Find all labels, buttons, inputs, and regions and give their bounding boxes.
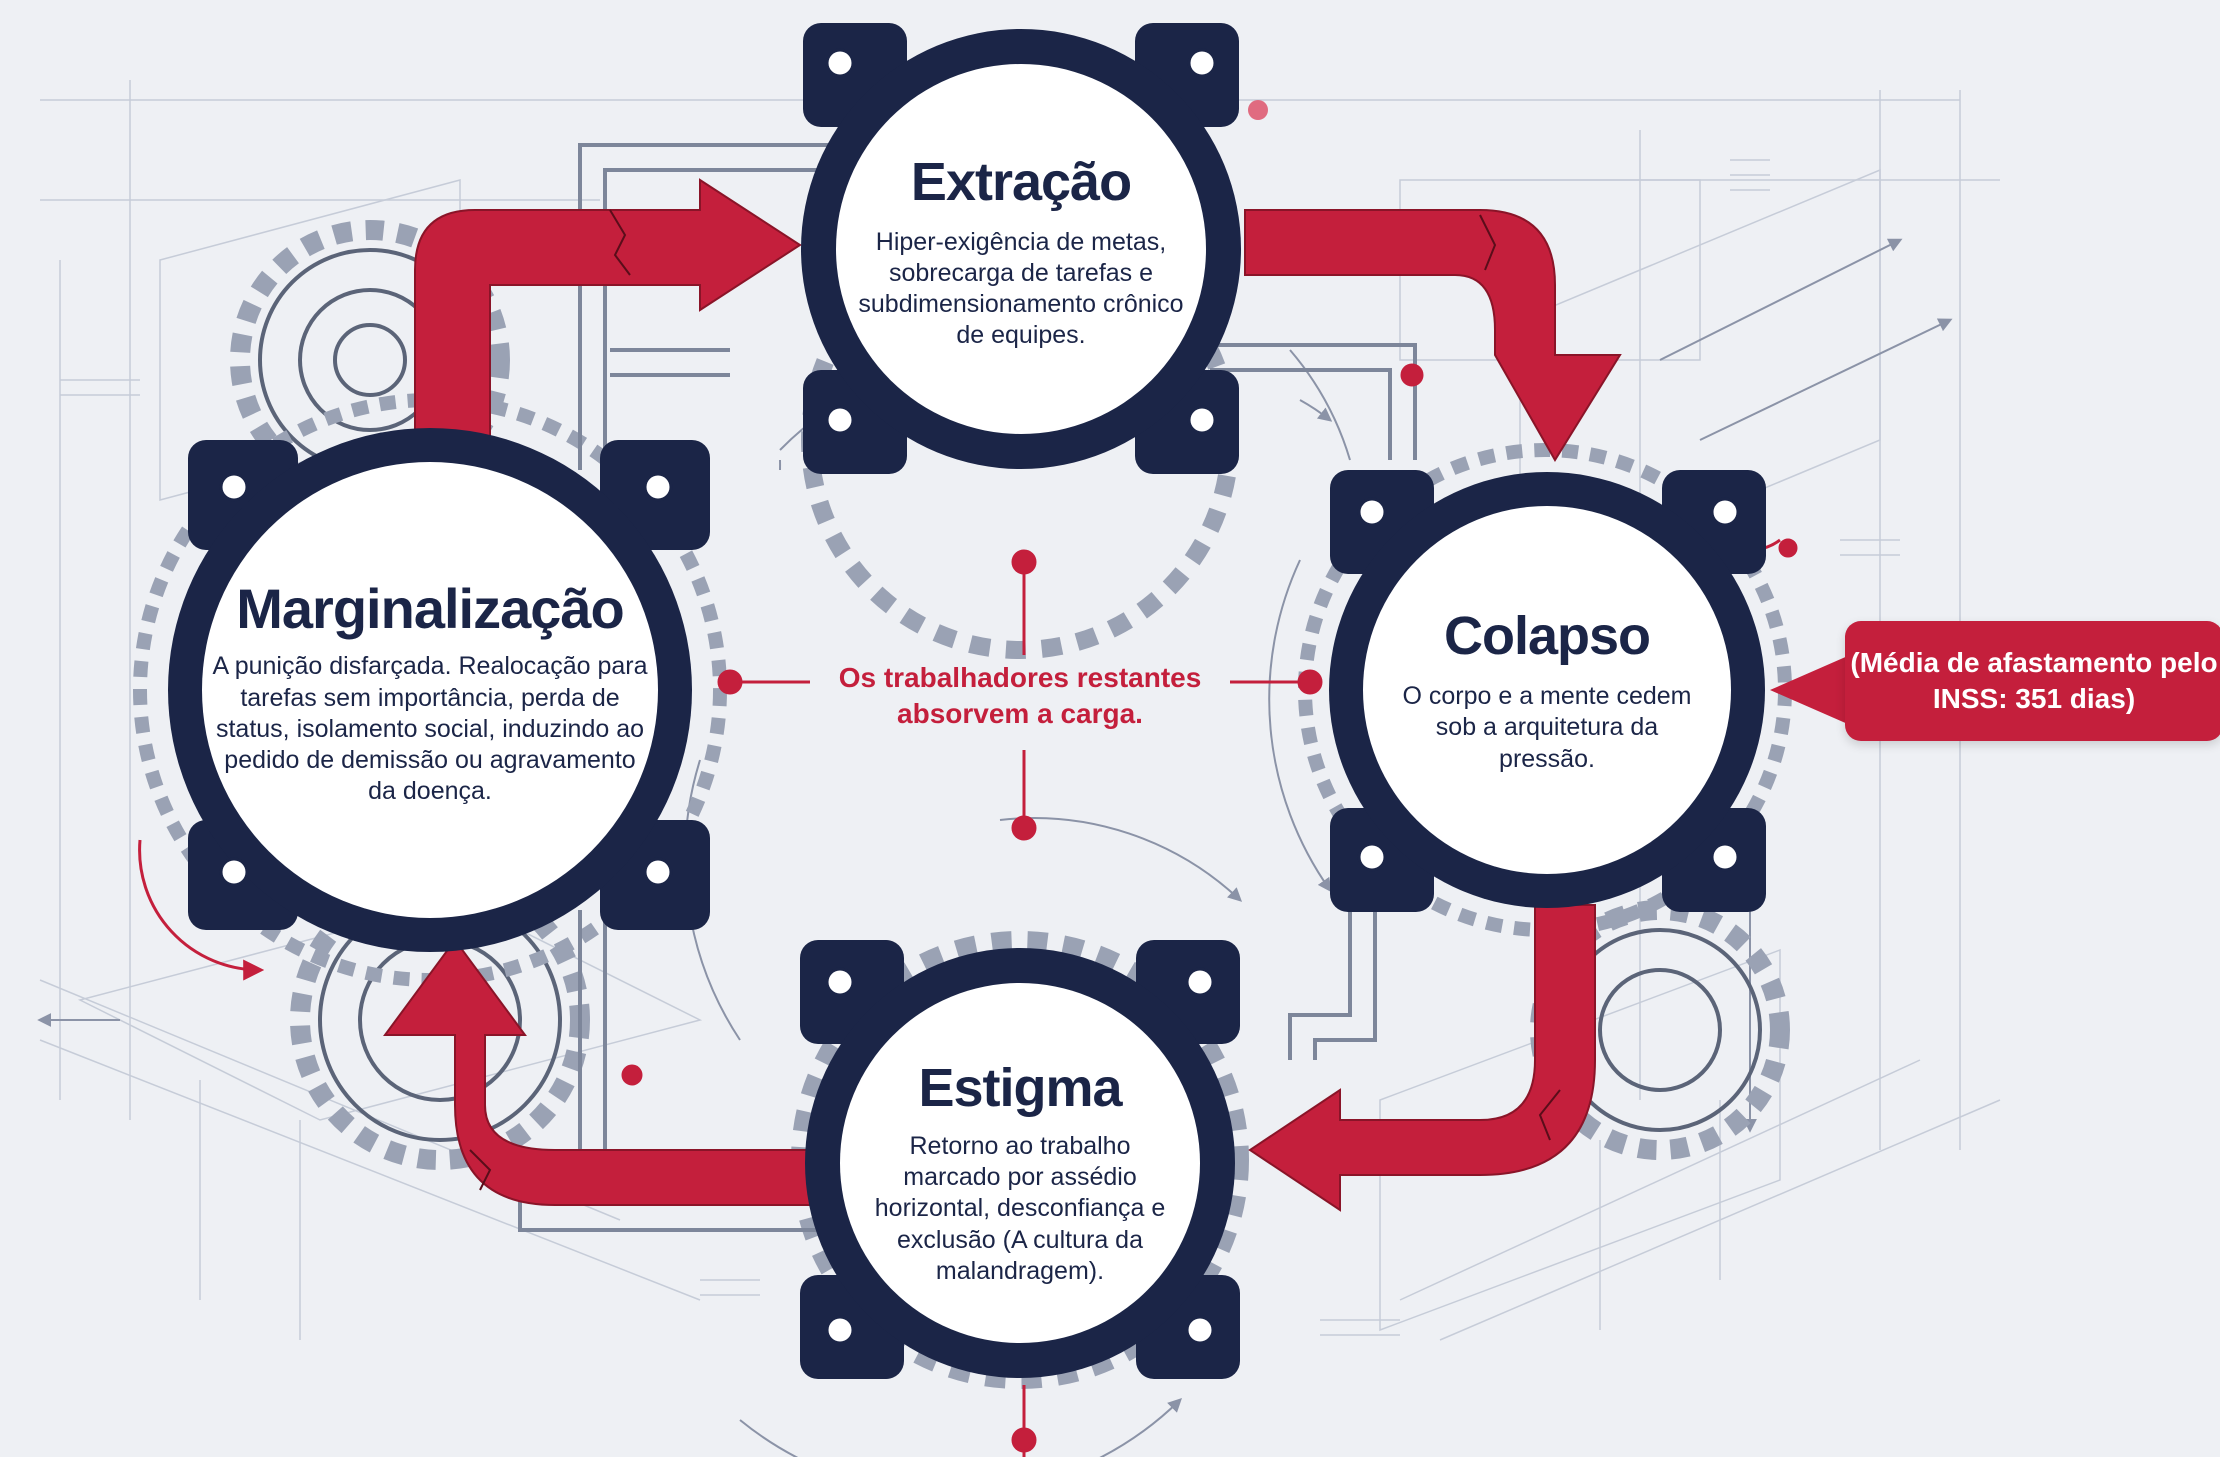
callout-pointer	[1770, 655, 1850, 725]
crack-icon	[469, 209, 1561, 1191]
flange-bolt-icon	[825, 967, 1215, 1345]
arrow-extracao-to-colapso	[1244, 209, 1622, 462]
arrow-marginalizacao-to-extracao	[414, 178, 802, 441]
cycle-arrows	[383, 178, 1622, 1212]
center-connectors	[621, 100, 1798, 1457]
flange-extracao	[801, 23, 1241, 474]
blueprint-background	[39, 80, 2001, 1341]
node-extracao-description: Hiper-exigência de metas, sobrecarga de …	[858, 227, 1184, 350]
node-colapso: Colapso O corpo e a mente cedem sob a ar…	[1363, 506, 1731, 874]
flange-colapso	[1329, 470, 1766, 912]
inss-callout: (Média de afastamento pelo INSS: 351 dia…	[1845, 621, 2220, 741]
node-marginalizacao: Marginalização A punição disfarçada. Rea…	[210, 472, 650, 912]
arrow-estigma-to-marginalizacao	[383, 938, 816, 1206]
flange-marginalizacao	[168, 428, 710, 952]
node-estigma-description: Retorno ao trabalho marcado por assédio …	[874, 1131, 1166, 1285]
node-marginalizacao-title: Marginalização	[236, 577, 624, 641]
node-estigma: Estigma Retorno ao trabalho marcado por …	[840, 992, 1200, 1352]
flange-bolt-icon	[219, 472, 673, 887]
flange-bolt-icon	[825, 48, 1217, 435]
node-colapso-description: O corpo e a mente cedem sob a arquitetur…	[1402, 682, 1692, 773]
node-extracao-title: Extração	[910, 151, 1132, 212]
center-note: Os trabalhadores restantes absorvem a ca…	[838, 662, 1202, 730]
node-extracao: Extração Hiper-exigência de metas, sobre…	[836, 66, 1206, 436]
arrow-colapso-to-estigma	[1248, 904, 1596, 1212]
node-marginalizacao-description: A punição disfarçada. Realocação para ta…	[212, 652, 648, 806]
flange-bolt-icon	[1357, 497, 1740, 872]
node-colapso-title: Colapso	[1443, 606, 1651, 667]
node-estigma-title: Estigma	[918, 1057, 1122, 1118]
flange-estigma	[800, 940, 1240, 1379]
